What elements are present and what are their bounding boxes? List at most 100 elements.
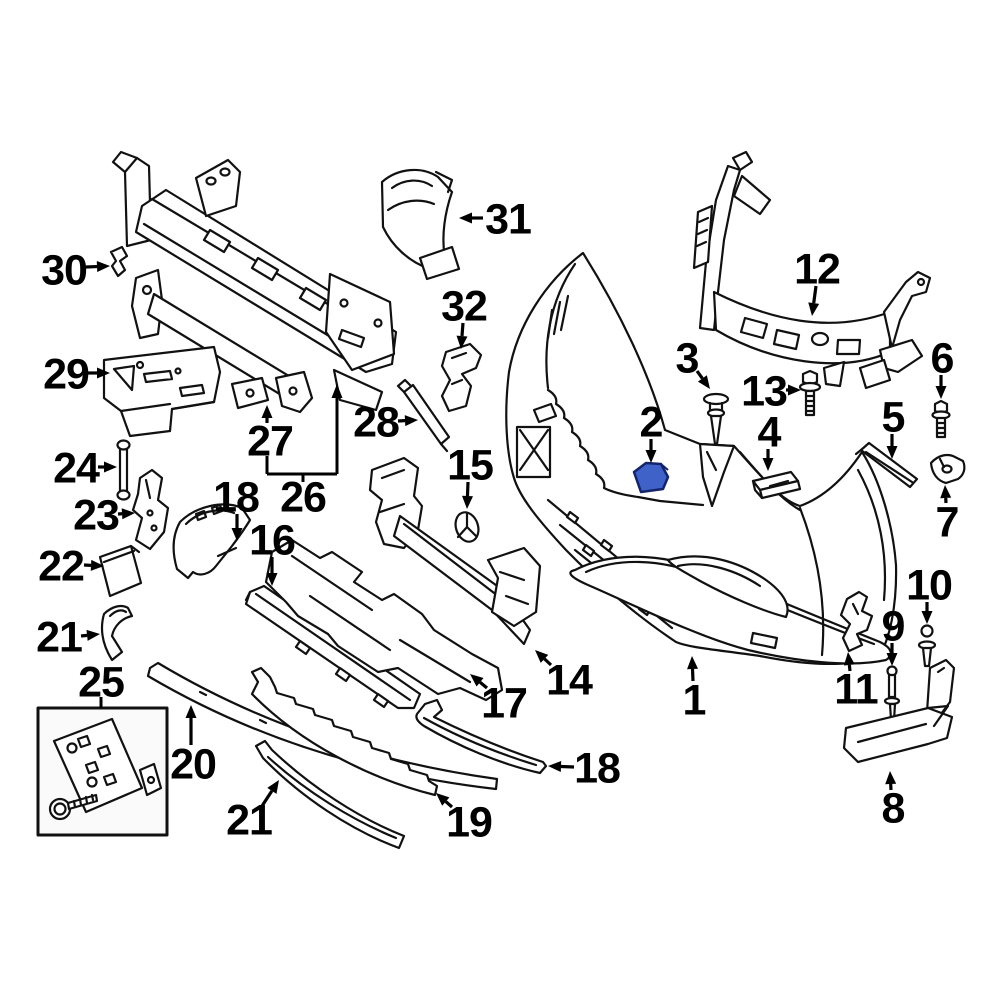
part-13-bolt: [798, 369, 822, 417]
part-label-20-15[interactable]: 20: [170, 740, 217, 788]
label-26-arrowhead: [331, 384, 343, 398]
part-label-3-23[interactable]: 3: [676, 334, 700, 382]
part-label-19-17[interactable]: 19: [446, 798, 493, 846]
part-6-bolt: [931, 399, 951, 439]
leader-arrow-line-11-32: [847, 664, 852, 672]
leader-arrowhead-icon-13-24: [788, 384, 801, 396]
part-label-31-1[interactable]: 31: [485, 195, 532, 243]
leader-arrow-line-18-20: [560, 764, 575, 769]
part-label-11-32[interactable]: 11: [834, 665, 879, 713]
part-8-side-bracket: [842, 658, 956, 764]
leader-arrow-line-3-23: [695, 370, 704, 380]
tow-hook-cover-shape[interactable]: [632, 461, 670, 494]
leader-arrow-line-15-14: [465, 481, 470, 497]
part-label-30-0[interactable]: 30: [41, 246, 88, 294]
leader-arrowhead-icon-4-25: [762, 458, 774, 471]
leader-arrowhead-icon-1-21: [687, 656, 699, 670]
part-label-24-7[interactable]: 24: [53, 444, 101, 492]
leader-arrow-line-21-10: [80, 633, 88, 638]
part-label-29-2[interactable]: 29: [43, 350, 90, 398]
part-label-26-6[interactable]: 26: [280, 473, 327, 521]
leader-arrowhead-icon-16-13: [266, 573, 278, 586]
part-label-2-22[interactable]: 2: [640, 398, 664, 446]
part-label-6-28[interactable]: 6: [931, 334, 955, 382]
part-label-10-30[interactable]: 10: [906, 561, 953, 609]
part-21-corner-molding: [101, 604, 134, 662]
part-3-push-pin: [702, 392, 730, 446]
part-10-rivet: [917, 624, 937, 668]
leader-arrow-line-14-19: [543, 657, 553, 667]
leader-arrowhead-icon-31-1: [459, 212, 472, 224]
leader-arrowhead-icon-24-7: [104, 461, 117, 473]
part-label-15-14[interactable]: 15: [447, 441, 494, 489]
part-label-9-31[interactable]: 9: [882, 602, 906, 650]
part-22-bracket-box: [98, 544, 143, 598]
leader-arrowhead-icon-19-17: [436, 793, 450, 806]
part-7-clip: [929, 453, 966, 485]
part-label-18-12[interactable]: 18: [213, 473, 260, 521]
leader-arrow-line-21-16: [260, 790, 274, 807]
leader-arrowhead-icon-18-20: [548, 761, 562, 772]
part-5-sight-shield: [854, 441, 919, 489]
part-label-16-13[interactable]: 16: [249, 516, 296, 564]
leader-arrowhead-icon-15-14: [461, 495, 473, 509]
part-27-lower-tie-bar: [130, 268, 314, 414]
part-label-21-16[interactable]: 21: [226, 796, 273, 844]
part-label-17-18[interactable]: 17: [481, 679, 528, 727]
part-label-7-29[interactable]: 7: [936, 498, 960, 546]
part-label-23-8[interactable]: 23: [73, 491, 120, 539]
leader-arrowhead-icon-2-22: [645, 450, 657, 463]
leader-arrowhead-icon-29-2: [97, 367, 110, 379]
leader-arrowhead-icon-21-16: [267, 780, 279, 794]
part-label-12-26[interactable]: 12: [794, 245, 841, 293]
part-18-lower-strip: [415, 698, 548, 775]
part-label-13-24[interactable]: 13: [741, 367, 788, 415]
part-2-tow-hook-cover[interactable]: [632, 461, 670, 494]
part-21-lower-strip: [254, 739, 406, 850]
part-30-clip: [109, 245, 129, 278]
leader-arrowhead-icon-8-33: [885, 771, 897, 785]
part-4-spacer-bar: [751, 470, 802, 500]
part-label-28-4[interactable]: 28: [353, 398, 400, 446]
part-label-1-21[interactable]: 1: [683, 676, 707, 724]
part-label-32-3[interactable]: 32: [441, 282, 488, 330]
leader-arrowhead-icon-28-4: [404, 415, 418, 427]
part-label-14-19[interactable]: 14: [546, 656, 594, 704]
label-26-bracket: [265, 390, 339, 482]
leader-arrowhead-icon-10-30: [921, 611, 933, 624]
part-label-21-10[interactable]: 21: [36, 613, 83, 661]
part-label-25-11[interactable]: 25: [78, 658, 125, 706]
part-26-impact-bar-assembly: [111, 150, 398, 412]
part-28-stay-rod: [396, 378, 451, 453]
leader-arrowhead-icon-20-15: [185, 705, 197, 718]
leader-arrow-line-19-17: [444, 800, 454, 809]
leader-arrowhead-icon-9-31: [886, 653, 898, 666]
part-label-5-27[interactable]: 5: [882, 393, 906, 441]
part-24-rod: [116, 439, 131, 501]
part-label-22-9[interactable]: 22: [38, 542, 85, 590]
part-11-bracket: [839, 590, 874, 653]
leader-arrowhead-icon-11-32: [843, 652, 855, 666]
leader-arrowhead-icon-7-29: [940, 485, 952, 499]
part-label-18-20[interactable]: 18: [574, 744, 621, 792]
part-18-corner-piece: [172, 503, 252, 580]
leader-arrowhead-icon-17-18: [470, 674, 484, 687]
part-1-bumper-cover: [505, 251, 898, 665]
part-25-license-bracket-kit: [36, 706, 169, 837]
leader-arrowhead-icon-18-12: [231, 528, 243, 541]
part-15-grommet: [454, 511, 480, 543]
part-label-8-33[interactable]: 8: [882, 784, 906, 832]
part-12-grille-reinforcement: [692, 150, 932, 390]
part-17-impact-absorber: [264, 538, 504, 702]
leader-arrowhead-icon-12-26: [808, 302, 820, 316]
leader-arrowhead-icon-3-23: [697, 375, 710, 389]
leader-arrow-line-12-26: [812, 285, 818, 304]
leader-arrowhead-icon-27-5: [261, 405, 273, 418]
part-label-27-5[interactable]: 27: [247, 417, 294, 465]
part-32-bracket: [440, 342, 483, 413]
leader-arrowhead-icon-6-28: [935, 386, 947, 399]
leader-arrowhead-icon-14-19: [535, 650, 549, 663]
part-label-4-25[interactable]: 4: [758, 408, 783, 456]
